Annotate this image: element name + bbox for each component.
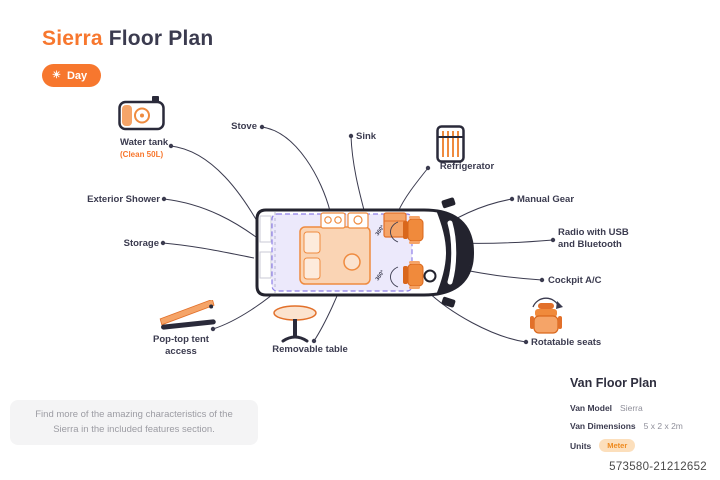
mirror-top <box>441 197 456 209</box>
info-value: 5 x 2 x 2m <box>643 421 683 431</box>
page-title-accent: Sierra <box>42 27 103 50</box>
mirror-bottom <box>441 296 456 308</box>
info-panel-title: Van Floor Plan <box>570 376 657 390</box>
label-refrigerator: Refrigerator <box>439 161 495 172</box>
van-top-view: 360° 360° <box>255 197 474 308</box>
info-label: Van Dimensions <box>570 421 636 431</box>
day-mode-label: Day <box>66 69 88 82</box>
info-row-units: Units Meter <box>570 439 712 452</box>
sink-unit <box>347 212 369 229</box>
watermark-id: 573580-21212652 <box>609 461 707 473</box>
leader-dots <box>160 124 556 345</box>
sun-icon: ☀ <box>52 69 61 81</box>
label-radio: Radio with USB and Bluetooth <box>558 227 629 250</box>
passenger-seat <box>403 216 424 244</box>
windshield <box>447 220 457 285</box>
label-manual-gear: Manual Gear <box>517 194 575 205</box>
info-label: Van Model <box>570 403 613 413</box>
day-mode-toggle[interactable]: ☀ Day <box>42 64 102 87</box>
pillow-top <box>303 231 321 254</box>
water-tank-capacity: (Clean 50L) <box>120 149 164 159</box>
features-note: Find more of the amazing characteristics… <box>10 400 258 445</box>
info-row-model: Van Model Sierra <box>570 403 712 413</box>
refrigerator-icon <box>436 125 465 163</box>
water-tank-icon <box>118 96 165 131</box>
label-pop-top: Pop-top tent access <box>153 334 209 357</box>
page-title-rest: Floor Plan <box>108 27 214 50</box>
label-cockpit-ac: Cockpit A/C <box>548 275 602 286</box>
rear-storage-top <box>259 215 272 243</box>
fridge-unit <box>383 212 407 238</box>
pillow-bottom <box>303 257 321 280</box>
info-value: Sierra <box>620 403 643 413</box>
label-storage: Storage <box>123 238 159 249</box>
rotation-arc-bottom <box>390 266 399 288</box>
rotatable-seat-icon <box>530 297 563 334</box>
stove-burner <box>334 216 342 224</box>
removable-table-icon <box>273 305 317 343</box>
sink-basin <box>353 215 363 225</box>
label-water-tank: Water tank (Clean 50L) <box>120 137 172 160</box>
pop-top-icon <box>159 300 216 330</box>
water-tank-text: Water tank <box>120 137 169 148</box>
label-stove: Stove <box>231 121 257 132</box>
label-sink: Sink <box>356 131 377 142</box>
seat-rotation-label-bottom: 360° <box>375 269 386 282</box>
label-exterior-shower: Exterior Shower <box>87 194 160 205</box>
label-rotatable-seats: Rotatable seats <box>531 337 602 348</box>
rear-storage-bottom <box>259 251 272 279</box>
driver-seat <box>403 261 424 289</box>
rotation-arc-top <box>390 221 399 243</box>
stove-burner <box>324 216 332 224</box>
seat-rotation-label-top: 360° <box>375 224 386 237</box>
van-info-panel: Van Floor Plan Van Model Sierra Van Dime… <box>570 376 712 460</box>
info-label: Units <box>570 440 592 451</box>
info-row-dimensions: Van Dimensions 5 x 2 x 2m <box>570 421 712 431</box>
label-removable-table: Removable table <box>272 344 348 355</box>
units-badge[interactable]: Meter <box>599 439 636 452</box>
steering-wheel <box>423 269 437 283</box>
table-top <box>343 253 361 271</box>
